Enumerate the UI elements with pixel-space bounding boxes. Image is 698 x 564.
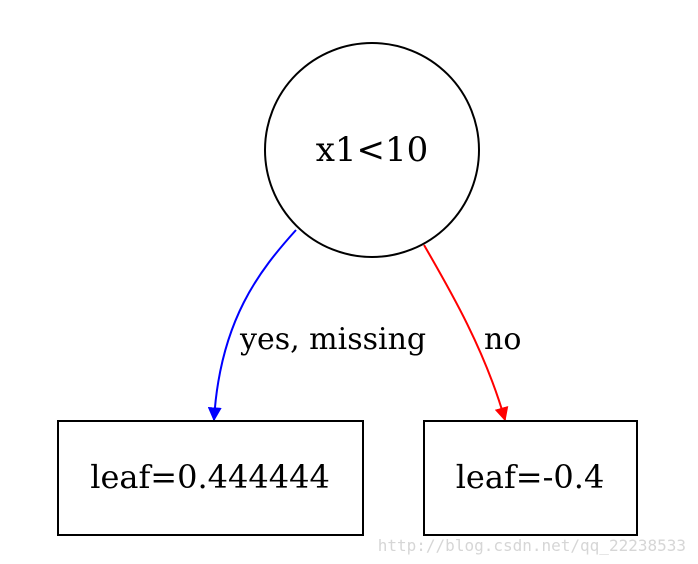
- right-leaf-node: leaf=-0.4: [423, 420, 638, 536]
- root-node-circle: [264, 42, 480, 258]
- right-leaf-label: leaf=-0.4: [456, 458, 605, 496]
- edge-no: [423, 244, 509, 422]
- left-leaf-node: leaf=0.444444: [57, 420, 364, 536]
- edge-label-no: no: [484, 322, 521, 357]
- right-leaf-box: [423, 420, 638, 536]
- root-node: x1<10: [264, 42, 480, 258]
- left-leaf-box: [57, 420, 364, 536]
- edge-label-yes-missing: yes, missing: [239, 322, 426, 357]
- watermark-text: http://blog.csdn.net/qq_22238533: [378, 536, 686, 555]
- edge-yes-missing: [207, 229, 297, 422]
- root-node-label: x1<10: [316, 130, 429, 170]
- left-leaf-label: leaf=0.444444: [90, 458, 330, 496]
